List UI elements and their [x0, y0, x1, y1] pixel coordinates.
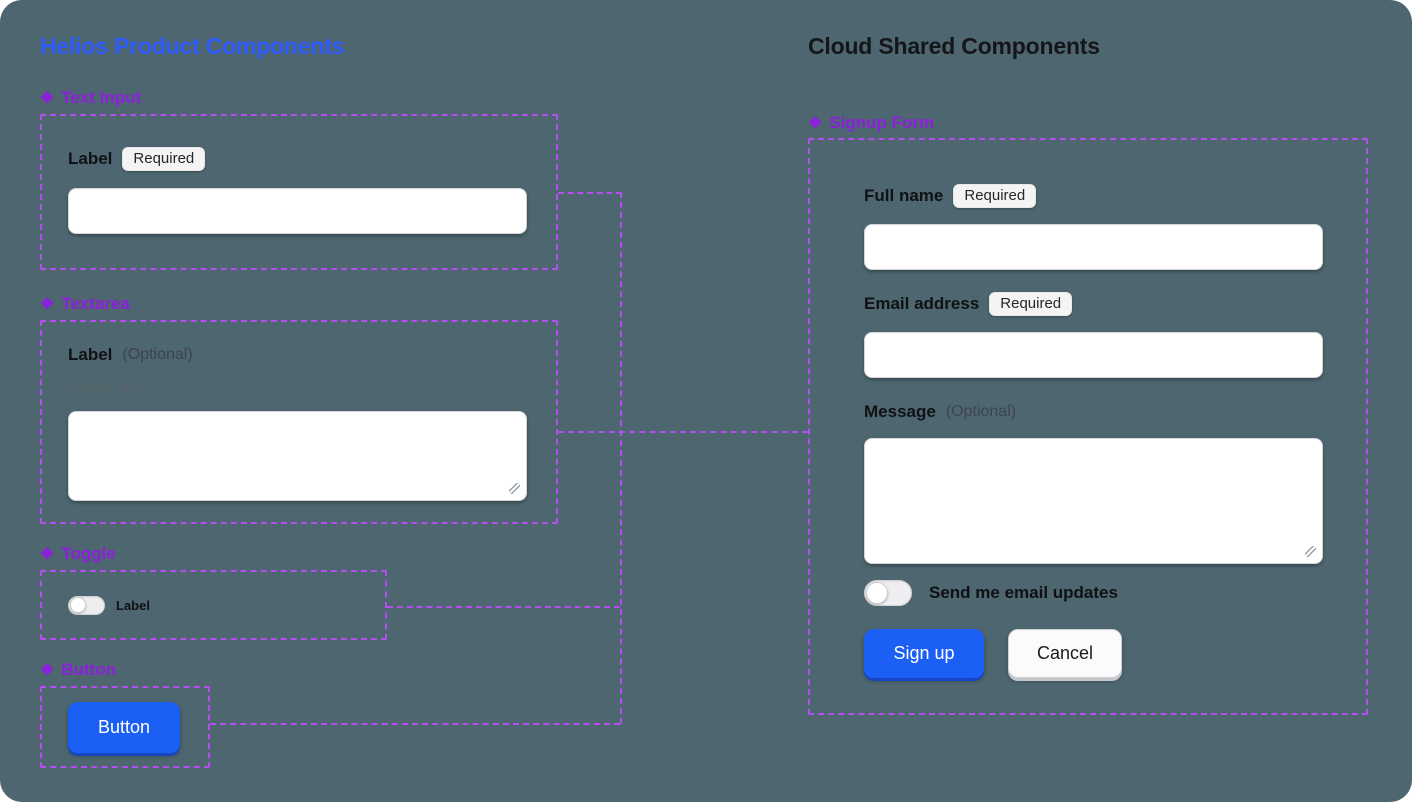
- required-badge: Required: [953, 184, 1037, 208]
- section-heading-label: Button: [61, 660, 117, 679]
- optional-hint: (Optional): [945, 403, 1017, 420]
- resize-handle-icon[interactable]: [509, 483, 520, 494]
- section-heading-label: Signup Form: [829, 113, 935, 132]
- component-icon: ❖: [40, 296, 55, 313]
- message-label: Message: [864, 402, 936, 421]
- text-input-label: Label: [68, 149, 113, 168]
- component-icon: ❖: [40, 546, 55, 563]
- cancel-button[interactable]: Cancel: [1008, 629, 1122, 678]
- textarea-label: Label: [68, 345, 113, 364]
- email-address-input[interactable]: [864, 332, 1323, 378]
- full-name-label: Full name: [864, 186, 944, 205]
- toggle-knob: [70, 597, 86, 613]
- wire-button-to-trunk: [210, 723, 620, 725]
- section-heading-toggle: ❖ Toggle: [40, 544, 116, 564]
- sample-button[interactable]: Button: [68, 701, 180, 753]
- section-heading-label: Textarea: [61, 294, 131, 313]
- full-name-input[interactable]: [864, 224, 1323, 270]
- text-input-field[interactable]: [68, 188, 527, 234]
- section-heading-textarea: ❖ Textarea: [40, 294, 130, 314]
- right-column-title: Cloud Shared Components: [808, 33, 1100, 59]
- section-heading-label: Toggle: [61, 544, 116, 563]
- wire-trunk-vertical: [620, 192, 622, 724]
- frame-button: Button: [40, 686, 210, 768]
- resize-handle-icon[interactable]: [1305, 546, 1316, 557]
- component-icon: ❖: [40, 90, 55, 107]
- frame-signup-form: Full name Required Email address Require…: [808, 138, 1368, 715]
- toggle-knob: [866, 582, 888, 604]
- sign-up-button[interactable]: Sign up: [864, 629, 984, 678]
- wire-textarea-to-signup: [558, 431, 808, 433]
- required-badge: Required: [989, 292, 1073, 316]
- frame-text-input: Label Required: [40, 114, 558, 270]
- message-textarea[interactable]: [864, 438, 1323, 564]
- section-heading-button: ❖ Button: [40, 660, 116, 680]
- left-column-title: Helios Product Components: [40, 33, 345, 59]
- toggle-label: Label: [116, 597, 150, 613]
- toggle-switch[interactable]: [68, 595, 105, 615]
- email-address-label: Email address: [864, 294, 980, 313]
- frame-toggle: Label: [40, 570, 387, 640]
- helper-text: Helper text: [68, 379, 141, 396]
- section-heading-signup-form: ❖ Signup Form: [808, 113, 934, 133]
- component-icon: ❖: [808, 115, 823, 132]
- section-heading-text-input: ❖ Text Input: [40, 88, 141, 108]
- email-updates-label: Send me email updates: [929, 583, 1118, 602]
- textarea-field[interactable]: [68, 411, 527, 501]
- optional-hint: (Optional): [122, 346, 193, 363]
- frame-textarea: Label (Optional) Helper text: [40, 320, 558, 524]
- email-updates-toggle[interactable]: [864, 580, 912, 606]
- required-badge: Required: [122, 147, 206, 171]
- component-icon: ❖: [40, 662, 55, 679]
- wire-toggle-to-trunk: [387, 606, 620, 608]
- wire-textinput-to-trunk: [558, 192, 622, 194]
- section-heading-label: Text Input: [61, 88, 142, 107]
